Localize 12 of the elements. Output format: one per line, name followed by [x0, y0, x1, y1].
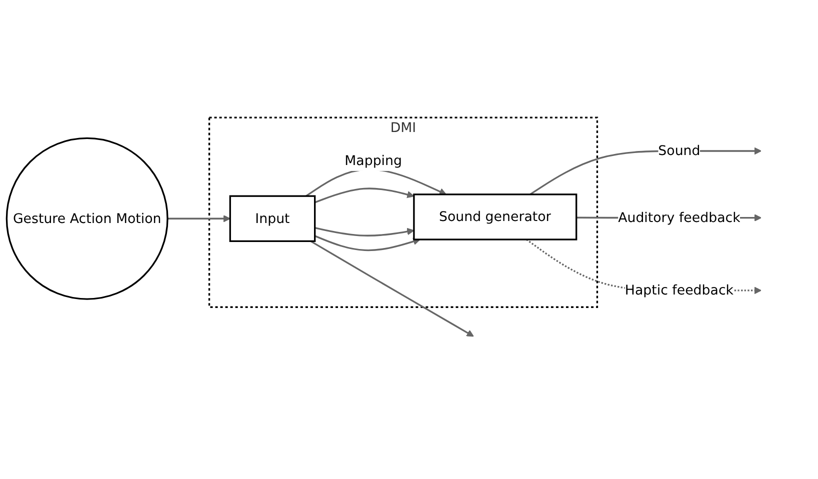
arrow: [314, 235, 420, 252]
edge-label: Haptic feedback: [624, 282, 734, 298]
arrow: [310, 240, 474, 337]
arrow: [314, 227, 414, 236]
node-box: Sound generator: [413, 194, 578, 240]
arrow: [168, 214, 230, 222]
arrow: [314, 188, 414, 204]
edge-label: Mapping: [344, 152, 402, 168]
edge-label: Auditory feedback: [618, 209, 740, 226]
node-box: Input: [229, 195, 316, 242]
node-circle: Gesture Action Motion: [6, 137, 168, 300]
edge-label: Sound: [658, 142, 700, 158]
